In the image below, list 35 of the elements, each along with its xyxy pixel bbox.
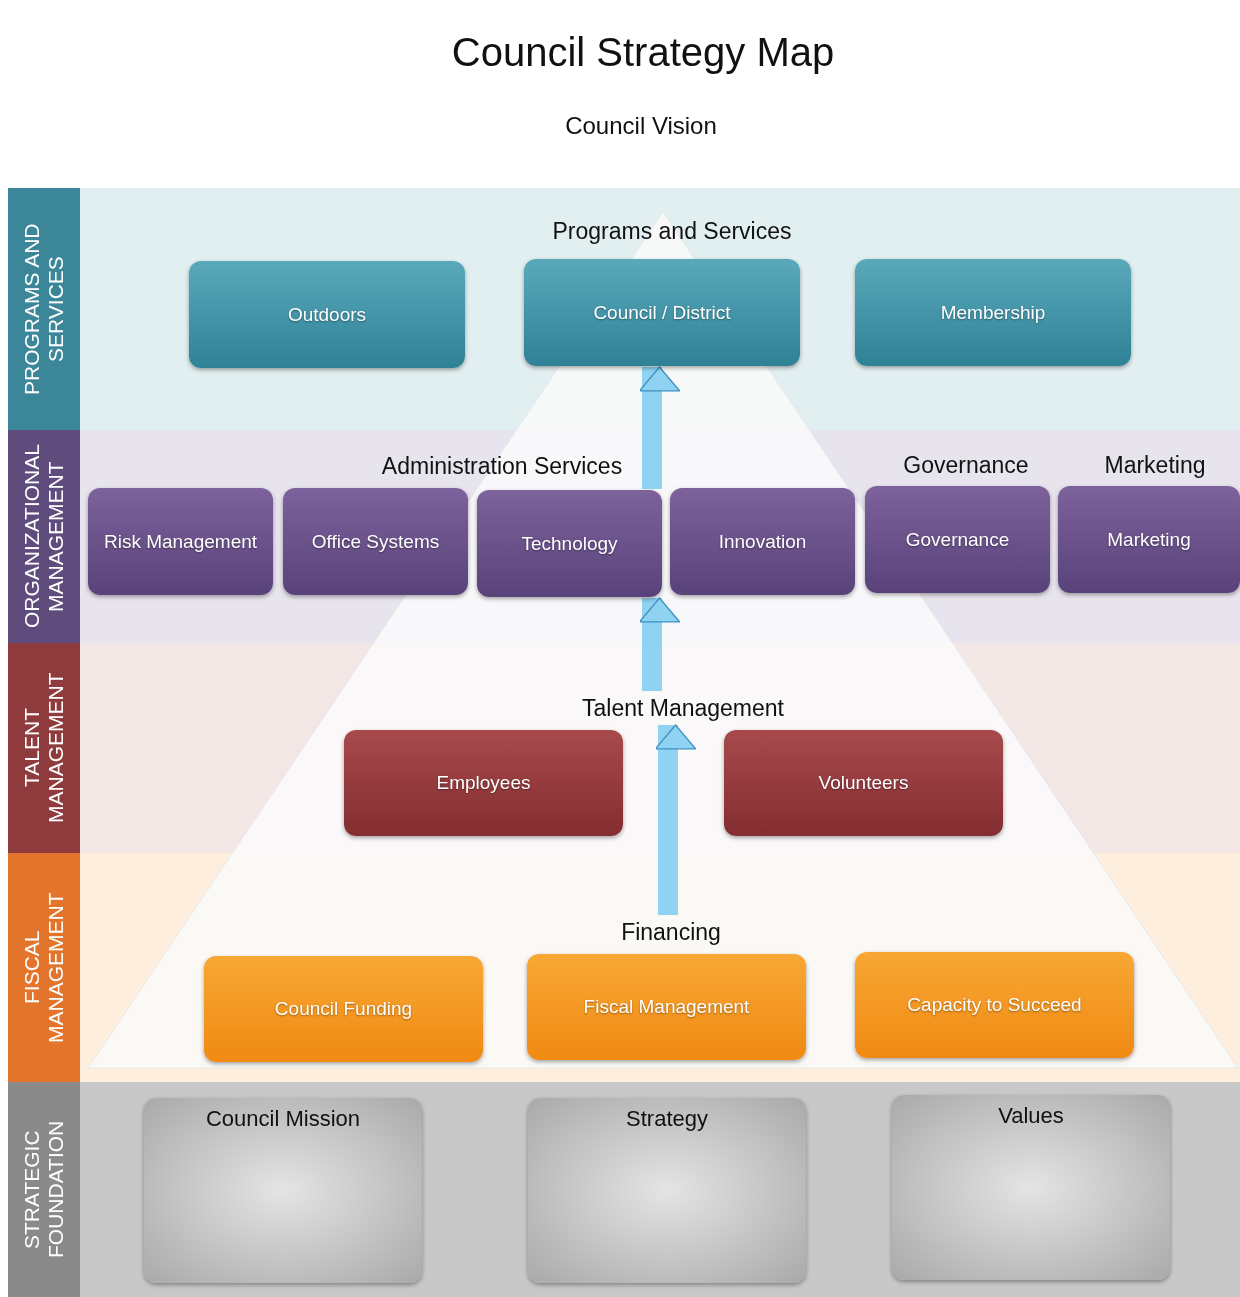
objective-box: Governance — [865, 486, 1050, 593]
objective-box: Employees — [344, 730, 623, 836]
block-arrow — [654, 724, 697, 915]
foundation-box: Council Mission — [144, 1098, 422, 1283]
objective-box: Capacity to Succeed — [855, 952, 1134, 1058]
title: Council Strategy Map — [450, 30, 836, 75]
section-heading: Administration Services — [352, 450, 652, 482]
objective-box: Volunteers — [724, 730, 1003, 836]
layer-band — [8, 188, 1240, 430]
objective-box: Fiscal Management — [527, 954, 806, 1060]
section-heading: Governance — [866, 449, 1066, 481]
section-heading: Talent Management — [533, 692, 833, 724]
vision-label: Council Vision — [564, 112, 718, 140]
section-heading: Marketing — [1075, 449, 1235, 481]
objective-box: Technology — [477, 490, 662, 597]
band-label: TALENT MANAGEMENT — [8, 643, 80, 853]
band-label: STRATEGIC FOUNDATION — [8, 1082, 80, 1297]
objective-box: Outdoors — [189, 261, 465, 368]
section-heading: Programs and Services — [522, 215, 822, 247]
objective-box: Marketing — [1058, 486, 1240, 593]
foundation-box: Values — [892, 1095, 1170, 1280]
band-label: PROGRAMS AND SERVICES — [8, 188, 80, 430]
block-arrow — [638, 597, 681, 691]
band-label: FISCAL MANAGEMENT — [8, 853, 80, 1082]
objective-box: Risk Management — [88, 488, 273, 595]
band-label: ORGANIZATIONAL MANAGEMENT — [8, 430, 80, 643]
objective-box: Innovation — [670, 488, 855, 595]
objective-box: Council Funding — [204, 956, 483, 1062]
objective-box: Council / District — [524, 259, 800, 366]
foundation-box: Strategy — [528, 1098, 806, 1283]
objective-box: Office Systems — [283, 488, 468, 595]
objective-box: Membership — [855, 259, 1131, 366]
layer-band — [8, 1082, 1240, 1297]
block-arrow — [638, 366, 681, 489]
section-heading: Financing — [521, 916, 821, 948]
